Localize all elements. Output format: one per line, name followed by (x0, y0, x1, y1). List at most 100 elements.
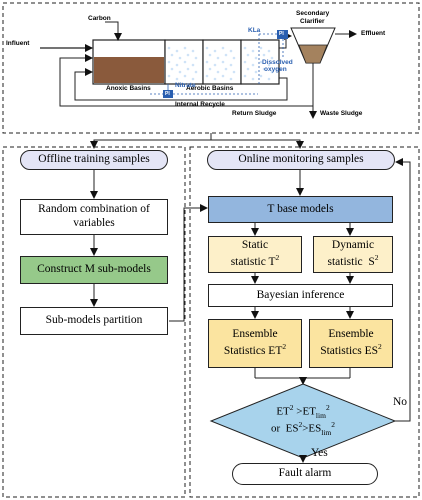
ensemble-es-sup: 2 (378, 342, 382, 352)
cond2-sub: lim (321, 428, 332, 438)
ensemble-es-line-2: Statistics ES2 (320, 342, 382, 359)
dissolved-oxygen-label-2: oxygen (264, 66, 287, 73)
aeration-bubble (205, 46, 209, 50)
aeration-bubble (224, 67, 228, 71)
ensemble-es-name: Statistics ES (320, 344, 379, 357)
dynamic-statistic-box: Dynamic statistic S2 (313, 236, 393, 273)
decision-line-1: ET2 >ETlim2 (235, 403, 371, 420)
aeration-bubble (191, 77, 195, 81)
ensemble-es-line-1: Ensemble (328, 328, 374, 341)
aeration-bubble (262, 53, 266, 57)
aeration-bubble (175, 63, 179, 67)
nitrate-box (163, 90, 173, 98)
aeration-bubble (186, 67, 190, 71)
aeration-bubble (221, 74, 225, 78)
aeration-bubble (216, 70, 220, 74)
aeration-bubble (183, 60, 187, 64)
clarifier-sludge (298, 44, 328, 64)
arrow-to-online (211, 139, 304, 149)
aeration-bubble (170, 53, 174, 57)
random-combination-line-2: variables (73, 217, 115, 229)
ensemble-et-box: Ensemble Statistics ET2 (208, 319, 302, 368)
aeration-bubble (183, 74, 187, 78)
aeration-bubble (205, 60, 209, 64)
anoxic-sludge (94, 57, 164, 83)
aeration-bubble (205, 74, 209, 78)
aeration-bubble (254, 56, 258, 60)
aeration-bubble (262, 67, 266, 71)
kla-label: KLa (248, 27, 261, 34)
aeration-bubble (208, 53, 212, 57)
fault-alarm-text: Fault alarm (278, 467, 332, 480)
dynamic-statistic-name: statistic S (327, 255, 375, 268)
online-title: Online monitoring samples (207, 150, 395, 170)
waste-sludge-label: Waste Sludge (320, 110, 363, 117)
internal-recycle-label: Internal Recycle (175, 101, 225, 108)
aeration-bubble (259, 46, 263, 50)
offline-panel (2, 146, 186, 498)
aeration-bubble (246, 67, 250, 71)
cond2-a: or ES (270, 422, 299, 435)
yes-label: Yes (311, 447, 328, 459)
aeration-bubble (167, 74, 171, 78)
ensemble-et-line-2: Statistics ET2 (224, 342, 286, 359)
aeration-bubble (221, 46, 225, 50)
aeration-bubble (251, 63, 255, 67)
static-statistic-line-1: Static (241, 239, 269, 252)
ensemble-es-box: Ensemble Statistics ES2 (309, 319, 393, 368)
aeration-bubble (191, 49, 195, 53)
aeration-bubble (267, 63, 271, 67)
kla-tag: PI (279, 31, 284, 37)
cond1-a: ET (276, 405, 290, 418)
construct-submodels-text: Construct M sub-models (37, 263, 151, 276)
anoxic-label: Anoxic Basins (106, 85, 151, 92)
aeration-bubble (259, 60, 263, 64)
cond2-b: >ES (302, 422, 322, 435)
aerobic-label: Aerobic Basins (186, 85, 234, 92)
decision-line-2: or ES2>ESlim2 (235, 420, 371, 437)
cond2-sup-b: 2 (331, 420, 336, 430)
bayesian-inference-box: Bayesian inference (208, 284, 393, 307)
aeration-bubble (183, 46, 187, 50)
dissolved-oxygen-label-1: Dissolved (262, 59, 293, 66)
dynamic-statistic-sup: 2 (374, 253, 379, 263)
return-sludge-label: Return Sludge (232, 110, 277, 117)
arrow-to-offline (90, 133, 212, 149)
cond1-sup-b: 2 (325, 403, 330, 412)
aeration-bubble (167, 46, 171, 50)
aeration-bubble (170, 67, 174, 71)
decision-condition: ET2 >ETlim2 or ES2>ESlim2 (235, 403, 371, 437)
aeration-bubble (186, 53, 190, 57)
aeration-bubble (178, 70, 182, 74)
nitrate-label: Nitrate (175, 82, 196, 89)
bayesian-inference-text: Bayesian inference (256, 288, 345, 301)
submodels-partition-text: Sub-models partition (45, 314, 143, 327)
random-combination-box: Random combination of variables (20, 199, 168, 235)
base-models-box: T base models (208, 196, 393, 223)
aeration-bubble (229, 49, 233, 53)
aeration-bubble (254, 70, 258, 74)
aeration-bubble (243, 46, 247, 50)
aeration-bubble (175, 49, 179, 53)
no-loop (395, 158, 411, 422)
random-combination-line-1: Random combination of (38, 203, 150, 216)
cond1-sup-a: 2 (289, 403, 294, 412)
influent-label: Influent (6, 40, 30, 47)
aeration-bubbles (167, 46, 274, 81)
aeration-bubble (224, 53, 228, 57)
aeration-bubble (216, 56, 220, 60)
fault-alarm-box: Fault alarm (232, 463, 378, 485)
clarifier-label-1: Secondary (296, 10, 330, 17)
aeration-bubble (229, 77, 233, 81)
no-label: No (393, 396, 408, 408)
aeration-bubble (191, 63, 195, 67)
aeration-bubble (270, 56, 274, 60)
carbon-line (105, 21, 122, 41)
online-panel (189, 146, 420, 498)
static-statistic-line-2: statistic T2 (231, 253, 280, 270)
online-title-text: Online monitoring samples (238, 153, 364, 166)
static-statistic-sup: 2 (275, 253, 280, 263)
aeration-bubble (213, 63, 217, 67)
ensemble-et-sup: 2 (282, 342, 287, 352)
